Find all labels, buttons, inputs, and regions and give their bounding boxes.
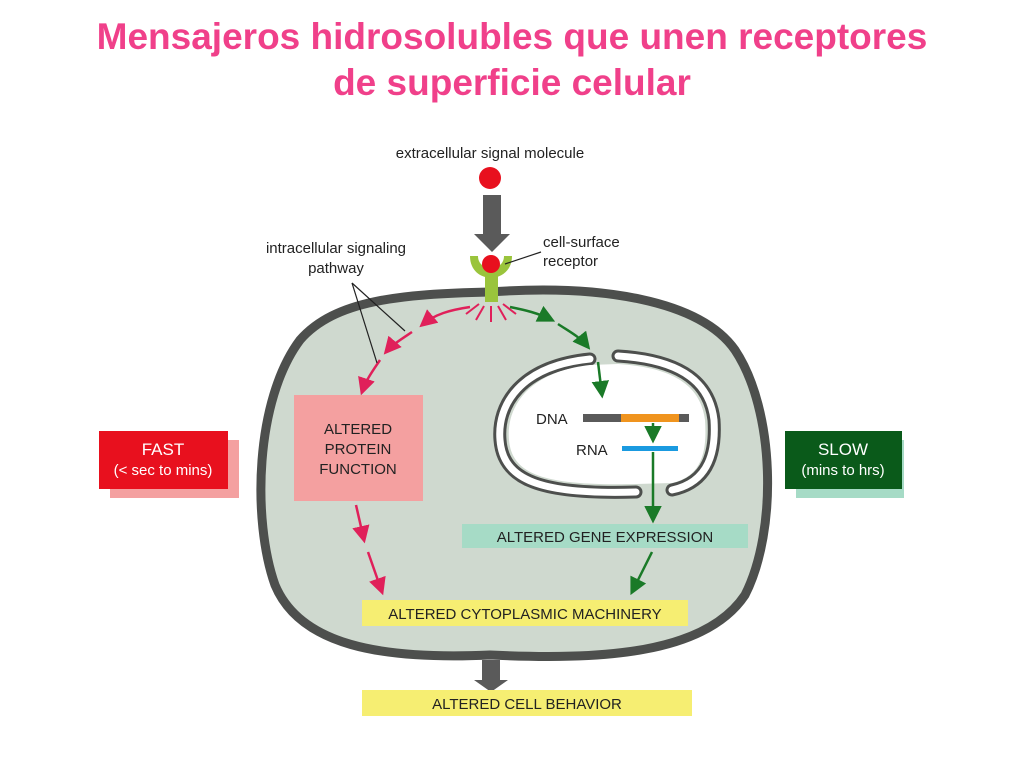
dna-strand-right [679, 414, 689, 422]
protein-box-line-1: ALTERED [324, 421, 392, 438]
slow-title: SLOW [818, 440, 868, 459]
protein-box-line-3: FUNCTION [319, 461, 397, 478]
fast-detail: (< sec to mins) [114, 462, 213, 479]
altered-gene-expression-box [462, 524, 748, 548]
label-pointer-lines [351, 251, 542, 364]
activation-burst [465, 303, 517, 322]
fast-box [99, 431, 228, 489]
title-line-2: de superficie celular [333, 62, 691, 103]
behavior-arrow-head [474, 680, 508, 692]
rna-strand [622, 446, 678, 451]
slow-detail: (mins to hrs) [801, 462, 884, 479]
signal-molecule-label: extracellular signal molecule [396, 145, 584, 162]
pathway-label-line-2: pathway [308, 260, 364, 277]
nucleus-interior [496, 352, 718, 496]
fast-title: FAST [142, 440, 185, 459]
cell-surface-receptor [470, 255, 512, 302]
nucleus-fill [508, 364, 706, 485]
signal-arrow-head [474, 234, 510, 252]
altered-cytoplasmic-machinery-box [362, 600, 688, 626]
dna-strand-left [583, 414, 621, 422]
receptor-label-line-1: cell-surface [543, 234, 620, 251]
cytoplasmic-label: ALTERED CYTOPLASMIC MACHINERY [388, 606, 661, 623]
fast-signaling-pathway [352, 305, 471, 596]
slow-signaling-pathway [509, 305, 662, 596]
gene-expression-label: ALTERED GENE EXPRESSION [497, 529, 713, 546]
dna-label: DNA [536, 411, 568, 428]
title-line-1: Mensajeros hidrosolubles que unen recept… [96, 16, 928, 57]
signal-arrow-shaft [483, 195, 501, 237]
pathway-label-line-1: intracellular signaling [266, 240, 406, 257]
protein-box-line-2: PROTEIN [325, 441, 392, 458]
signal-molecule [479, 167, 501, 189]
altered-cell-behavior-box [362, 690, 692, 716]
slide-title: Mensajeros hidrosolubles que unen recept… [0, 14, 1024, 106]
behavior-label: ALTERED CELL BEHAVIOR [432, 696, 622, 713]
altered-protein-function-box [294, 395, 423, 501]
behavior-arrow-shaft [482, 660, 500, 684]
dna-gene-segment [621, 414, 679, 422]
receptor-label-line-2: receptor [543, 253, 598, 270]
rna-label: RNA [576, 442, 608, 459]
slow-box [785, 431, 902, 489]
